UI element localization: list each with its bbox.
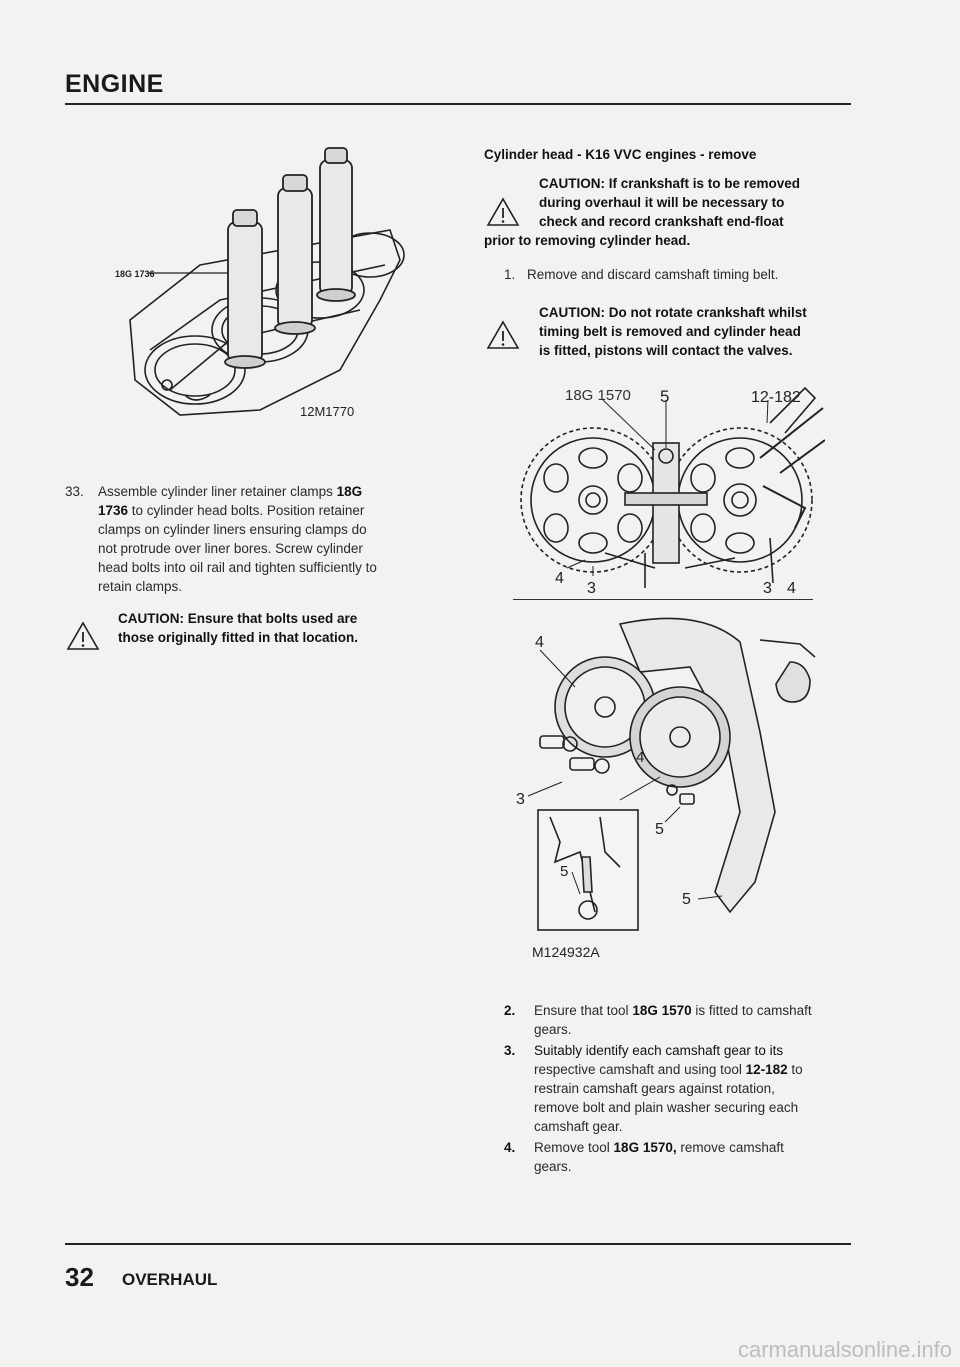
caution-crankshaft-line2: during overhaul it will be necessary to bbox=[539, 195, 785, 210]
step-3: 3. Suitably identify each camshaft gear … bbox=[504, 1041, 864, 1136]
step-33-line2a: 1736 bbox=[98, 503, 129, 518]
figure2-label-3-right: 3 bbox=[763, 580, 772, 597]
step-4-text-b: remove camshaft bbox=[676, 1140, 784, 1155]
steps-list: 2. Ensure that tool 18G 1570 is fitted t… bbox=[504, 1001, 864, 1178]
step-3-line5: camshaft gear. bbox=[534, 1119, 623, 1134]
step-33-line5: head bolts into oil rail and tighten suf… bbox=[98, 560, 377, 575]
figure2-label-4-right: 4 bbox=[787, 580, 796, 597]
caution-crankshaft-line1: CAUTION: If crankshaft is to be removed bbox=[539, 176, 801, 191]
step-33-line6: retain clamps. bbox=[98, 579, 183, 594]
figure3-label-4-top: 4 bbox=[535, 634, 544, 651]
step-3-number: 3. bbox=[504, 1043, 516, 1058]
step-3-line2b: to bbox=[787, 1062, 803, 1077]
figure2-tool-b-label: 12-182 bbox=[751, 389, 801, 406]
caution-warning-icon bbox=[66, 621, 100, 650]
figure-camshaft-gears-tools: 18G 1570 5 12-182 4 3 3 4 bbox=[520, 386, 825, 597]
step-33-line1b: 18G bbox=[336, 484, 363, 499]
caution-rotate-line1: CAUTION: Do not rotate crankshaft whilst bbox=[539, 305, 807, 320]
caution-warning-icon bbox=[486, 197, 520, 226]
step-4-text-a: Remove tool bbox=[534, 1140, 614, 1155]
step-2: 2. Ensure that tool 18G 1570 is fitted t… bbox=[504, 1001, 864, 1039]
page-number: 32 bbox=[65, 1262, 94, 1292]
footer-rule bbox=[65, 1243, 851, 1245]
step-4-bold: 18G 1570, bbox=[613, 1140, 677, 1155]
step-33-line4: not protrude over liner bores. Screw cyl… bbox=[98, 541, 363, 556]
step-4-number: 4. bbox=[504, 1140, 516, 1155]
step-33-line1a: Assemble cylinder liner retainer clamps bbox=[98, 484, 337, 499]
caution-rotate-line3: is fitted, pistons will contact the valv… bbox=[539, 343, 793, 358]
step-1: 1. Remove and discard camshaft timing be… bbox=[504, 265, 778, 284]
step-3-line3: restrain camshaft gears against rotation… bbox=[534, 1081, 775, 1096]
procedure-heading: Cylinder head - K16 VVC engines - remove bbox=[484, 147, 757, 162]
figure1-tool-label: 18G 1736 bbox=[115, 269, 155, 279]
step-2-text-a: Ensure that tool bbox=[534, 1003, 633, 1018]
step-3-line2a: respective camshaft and using tool bbox=[534, 1062, 746, 1077]
step-1-number: 1. bbox=[504, 267, 516, 282]
figure3-label-4-mid: 4 bbox=[636, 749, 644, 766]
figure2-label-4-left: 4 bbox=[555, 570, 564, 587]
step-33-number: 33. bbox=[65, 484, 84, 499]
caution-left: CAUTION: Ensure that bolts used are thos… bbox=[118, 609, 358, 647]
step-3-line1: Suitably identify each camshaft gear to … bbox=[534, 1043, 784, 1058]
figure3-label-5-inset: 5 bbox=[560, 863, 568, 880]
watermark: carmanualsonline.info bbox=[737, 1337, 952, 1362]
step-2-cont: gears. bbox=[534, 1022, 572, 1037]
section-title: ENGINE bbox=[65, 70, 164, 98]
figure3-code: M124932A bbox=[532, 944, 600, 960]
caution-crankshaft: CAUTION: If crankshaft is to be removed … bbox=[539, 174, 800, 231]
step-3-line2-bold: 12-182 bbox=[745, 1062, 788, 1077]
caution-left-line1: CAUTION: Ensure that bolts used are bbox=[118, 611, 358, 626]
step-1-text: Remove and discard camshaft timing belt. bbox=[527, 267, 779, 282]
caution-warning-icon bbox=[486, 320, 520, 349]
figure2-tool-a-label: 18G 1570 bbox=[565, 387, 631, 404]
figure3-label-3: 3 bbox=[516, 791, 525, 808]
step-2-text-b: is fitted to camshaft bbox=[691, 1003, 812, 1018]
figure-camshaft-gears-removal: 4 3 4 5 5 5 M124932A bbox=[516, 617, 816, 960]
figure3-label-5-mid: 5 bbox=[655, 821, 664, 838]
caution-rotate: CAUTION: Do not rotate crankshaft whilst… bbox=[539, 303, 807, 360]
figure2-label-3-left: 3 bbox=[587, 580, 596, 597]
caution-rotate-line2: timing belt is removed and cylinder head bbox=[539, 324, 801, 339]
figure3-label-5-bottom: 5 bbox=[682, 891, 691, 908]
step-3-line4: remove bolt and plain washer securing ea… bbox=[534, 1100, 799, 1115]
footer-section: OVERHAUL bbox=[122, 1270, 218, 1289]
step-4: 4. Remove tool 18G 1570, remove camshaft… bbox=[504, 1138, 864, 1176]
step-4-cont: gears. bbox=[534, 1159, 572, 1174]
step-33: 33. Assemble cylinder liner retainer cla… bbox=[65, 482, 440, 596]
caution-crankshaft-line3: check and record crankshaft end-float bbox=[539, 214, 784, 229]
step-33-line2b: to cylinder head bolts. Position retaine… bbox=[128, 503, 365, 518]
caution-crankshaft-line4: prior to removing cylinder head. bbox=[484, 233, 691, 248]
figure-divider bbox=[513, 599, 813, 600]
figure2-label-5: 5 bbox=[660, 387, 669, 406]
step-2-number: 2. bbox=[504, 1003, 516, 1018]
figure1-code: 12M1770 bbox=[300, 404, 354, 419]
caution-left-line2: those originally fitted in that location… bbox=[118, 630, 359, 645]
step-33-line3: clamps on cylinder liners ensuring clamp… bbox=[98, 522, 367, 537]
figure-liner-clamps: 18G 1736 12M1770 bbox=[115, 147, 405, 419]
header-rule bbox=[65, 103, 851, 105]
step-2-bold: 18G 1570 bbox=[632, 1003, 692, 1018]
